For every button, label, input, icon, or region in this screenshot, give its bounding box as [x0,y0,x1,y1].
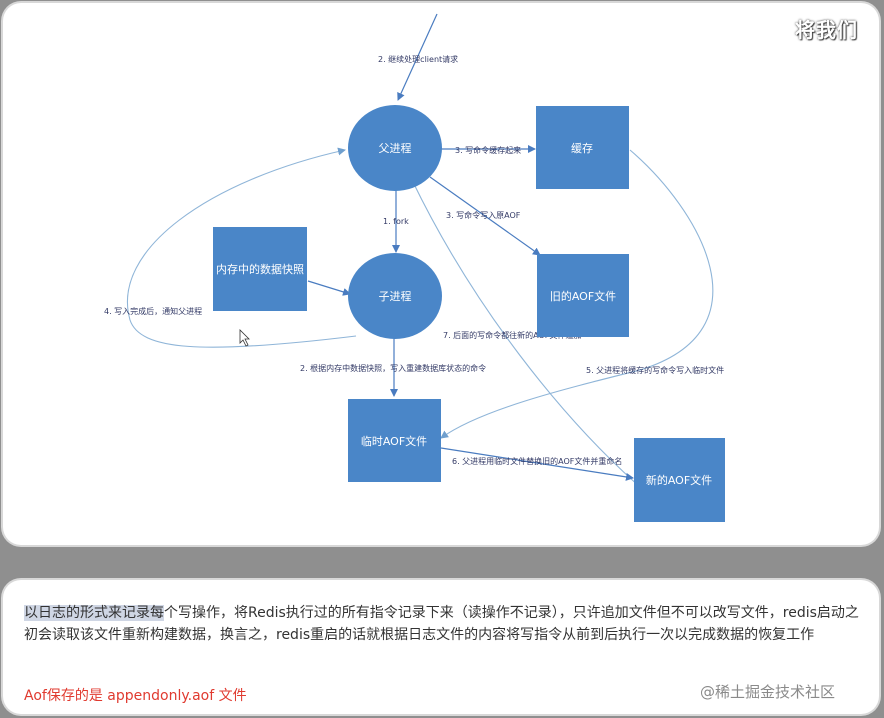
label-write-cache: 3. 写命令缓存起来 [455,145,521,155]
aof-file-note: Aof保存的是 appendonly.aof 文件 [24,688,247,704]
edge-temp-to-new-aof [440,447,634,481]
node-memory-snapshot [213,227,307,311]
mouse-cursor-icon [239,329,250,347]
node-child-label: 子进程 [379,290,412,303]
node-old-aof-label: 旧的AOF文件 [550,289,616,303]
node-cache [536,106,629,189]
label-client-requests: 2. 继续处理client请求 [378,54,458,64]
label-append-new-aof: 7. 后面的写命令都往新的AOF文件追加 [443,330,581,340]
description-text: 以日志的形式来记录每个写操作，将Redis执行过的所有指令记录下来（读操作不记录… [24,602,860,646]
node-old-aof [537,254,629,337]
label-write-snapshot: 2. 根据内存中数据快照，写入重建数据库状态的命令 [300,363,486,373]
description-rest: 个写操作，将Redis执行过的所有指令记录下来（读操作不记录），只许追加文件但不… [24,605,859,643]
node-child-process [348,253,442,339]
edge-parent-to-old-aof [429,176,541,256]
watermark-top: 将我们 [795,18,858,42]
edge-cache-to-temp-aof [440,149,714,439]
node-temp-aof [348,399,441,482]
edge-child-notify-parent [127,147,357,348]
node-new-aof [634,438,725,522]
label-replace-old-aof: 6. 父进程用临时文件替换旧的AOF文件并重命名 [452,456,622,466]
watermark-bottom: @稀土掘金技术社区 [700,683,836,701]
node-temp-aof-label: 临时AOF文件 [361,434,427,448]
label-write-temp-file: 5. 父进程将缓存的写命令写入临时文件 [586,365,724,375]
edge-client-requests [397,13,438,101]
edge-snapshot-to-child [307,280,351,296]
label-write-old-aof: 3. 写命令写入原AOF [446,210,521,220]
description-highlight: 以日志的形式来记录每 [24,605,164,621]
node-parent-process [348,105,442,191]
node-cache-label: 缓存 [571,141,593,155]
node-memory-snapshot-label: 内存中的数据快照 [216,262,304,276]
label-fork: 1. fork [383,217,409,226]
text-panel [3,580,879,714]
node-new-aof-label: 新的AOF文件 [646,473,712,487]
edge-parent-to-new-aof [411,179,656,501]
node-parent-label: 父进程 [379,142,412,155]
label-notify-parent: 4. 写入完成后，通知父进程 [104,306,202,316]
